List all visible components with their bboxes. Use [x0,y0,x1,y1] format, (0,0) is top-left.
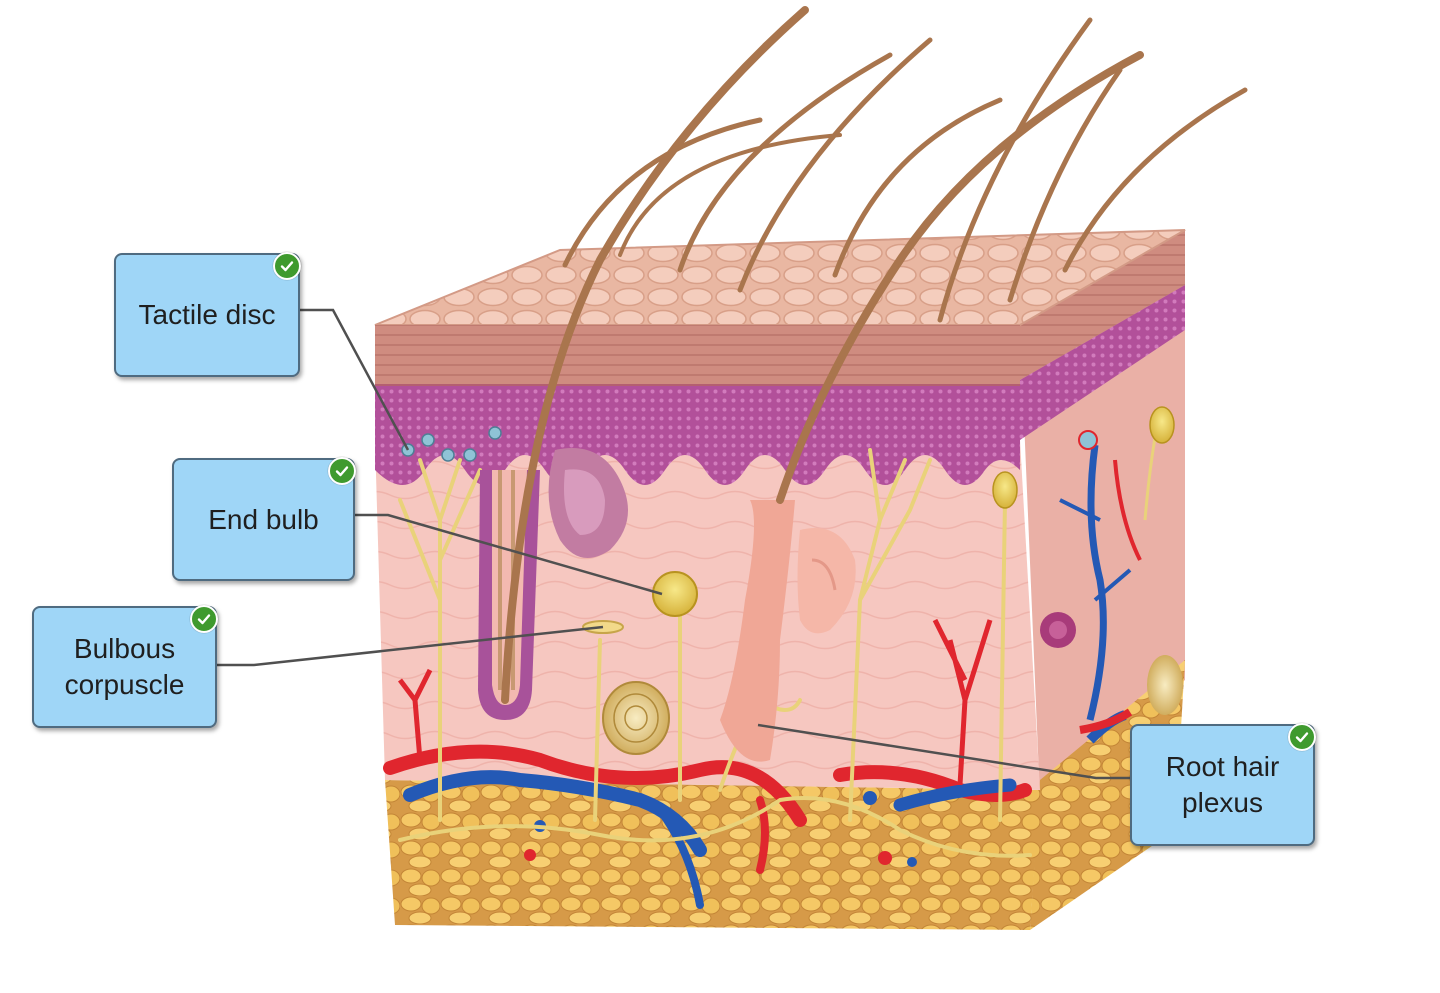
hair-follicle-center [720,500,856,762]
label-root-hair-plexus[interactable]: Root hair plexus [1130,723,1316,846]
leader-line-tactile-disc [300,308,410,451]
label-end-bulb-text: End bulb [208,503,319,535]
label-root-hair-plexus-text: Root hair plexus [1165,751,1280,818]
check-icon [328,457,356,485]
lamellated-corpuscle [602,681,670,755]
check-icon [1288,723,1316,751]
leader-lines [217,308,1130,780]
label-end-bulb[interactable]: End bulb [172,457,356,581]
sensory-receptors [401,406,1175,755]
sensory-nerves [398,448,1032,858]
leader-line-root-hair-plexus [757,723,1130,780]
tactile-disc-cells [401,426,502,462]
leader-line-end-bulb [355,513,663,596]
check-icon [273,252,301,280]
label-bulbous-corpuscle-text: Bulbous corpuscle [64,633,185,700]
label-tactile-disc-text: Tactile disc [138,299,276,330]
label-tactile-disc[interactable]: Tactile disc [114,252,301,377]
label-bulbous-corpuscle[interactable]: Bulbous corpuscle [32,605,218,728]
hairs [501,6,1248,704]
blood-vessels [383,618,1133,909]
check-icon [190,605,218,633]
end-bulb-receptor [652,571,698,617]
leader-line-bulbous-corpuscle [217,625,604,667]
